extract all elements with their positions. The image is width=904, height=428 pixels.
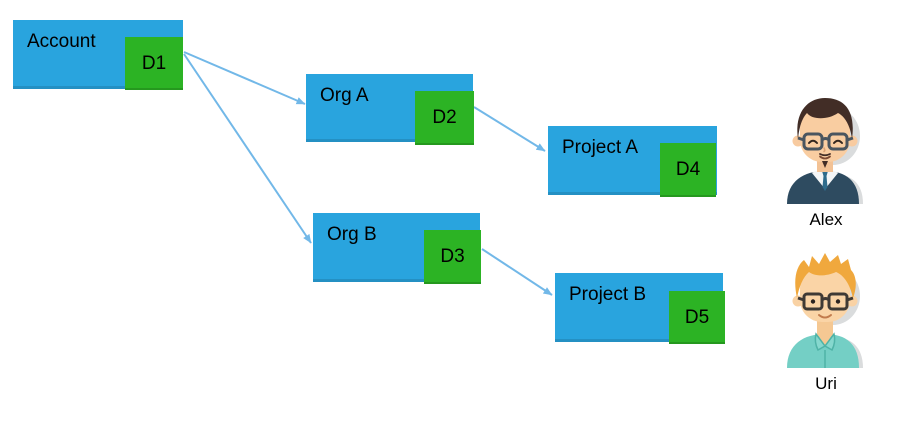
badge-d3: D3: [424, 230, 481, 284]
node-project-a-label: Project A: [562, 137, 639, 158]
edge-d2-projecta: [473, 106, 546, 152]
badge-d3-label: D3: [440, 246, 465, 267]
badge-d5: D5: [669, 291, 725, 344]
badge-d4: D4: [660, 143, 716, 197]
badge-d4-label: D4: [675, 159, 701, 180]
user-uri-name: Uri: [815, 374, 837, 393]
user-alex: Alex: [776, 92, 876, 230]
badge-d2-label: D2: [432, 107, 457, 128]
edge-d3-projectb: [481, 248, 553, 296]
badge-d1: D1: [125, 37, 183, 90]
node-project-b-label: Project B: [569, 284, 647, 305]
edge-d1-orga: [183, 51, 306, 105]
badge-d5-label: D5: [684, 306, 710, 328]
node-org-a: Org A D2: [306, 74, 474, 145]
edge-d1-orgb: [183, 53, 312, 244]
user-uri: Uri: [776, 250, 876, 394]
user-alex-name: Alex: [809, 210, 843, 229]
badge-d2: D2: [415, 91, 474, 145]
alex-avatar-icon: [787, 98, 863, 204]
node-project-b: Project B D5: [555, 273, 725, 344]
node-account: Account D1: [13, 20, 183, 90]
node-org-b-label: Org B: [327, 224, 377, 245]
node-account-label: Account: [27, 31, 96, 52]
node-project-a: Project A D4: [548, 126, 717, 197]
node-org-b: Org B D3: [313, 213, 481, 284]
node-org-a-label: Org A: [320, 85, 369, 106]
badge-d1-label: D1: [141, 52, 167, 74]
uri-avatar-icon: [787, 253, 863, 368]
